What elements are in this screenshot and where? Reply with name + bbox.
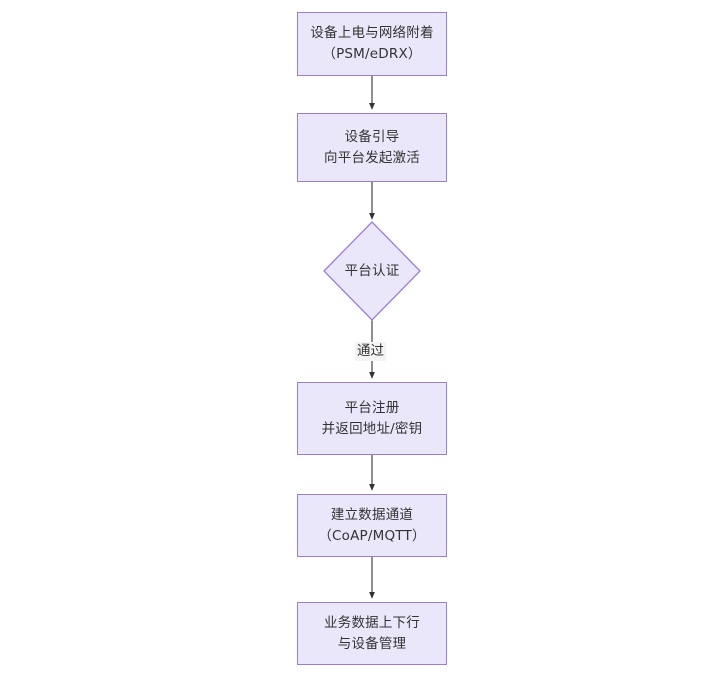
node-n6-line-1: 业务数据上下行 (324, 614, 420, 631)
edge-label-pass-text: 通过 (357, 343, 384, 359)
node-device-bootstrap[interactable]: 设备引导 向平台发起激活 (297, 113, 447, 182)
node-n1-line-1: 设备上电与网络附着 (310, 25, 434, 41)
node-n2-line-2: 向平台发起激活 (324, 149, 420, 166)
node-platform-register[interactable]: 平台注册 并返回地址/密钥 (297, 382, 447, 455)
node-n3-label: 平台认证 (344, 262, 400, 279)
node-n4-line-2: 并返回地址/密钥 (321, 420, 423, 437)
node-n3-diamond-shape (323, 221, 421, 321)
node-platform-auth-decision[interactable]: 平台认证 (296, 195, 448, 347)
node-n4-line-1: 平台注册 (344, 399, 400, 416)
node-device-power-on[interactable]: 设备上电与网络附着 （PSM/eDRX） (297, 12, 447, 76)
node-n5-line-2: （CoAP/MQTT） (318, 527, 426, 544)
node-n1-line-2: （PSM/eDRX） (322, 46, 422, 62)
edge-label-pass: 通过 (355, 342, 386, 361)
node-business-data-and-device-management[interactable]: 业务数据上下行 与设备管理 (297, 602, 447, 665)
node-n2-line-1: 设备引导 (344, 128, 400, 145)
node-establish-data-channel[interactable]: 建立数据通道 （CoAP/MQTT） (297, 494, 447, 557)
node-n5-line-1: 建立数据通道 (330, 506, 414, 523)
node-n6-line-2: 与设备管理 (337, 635, 407, 652)
